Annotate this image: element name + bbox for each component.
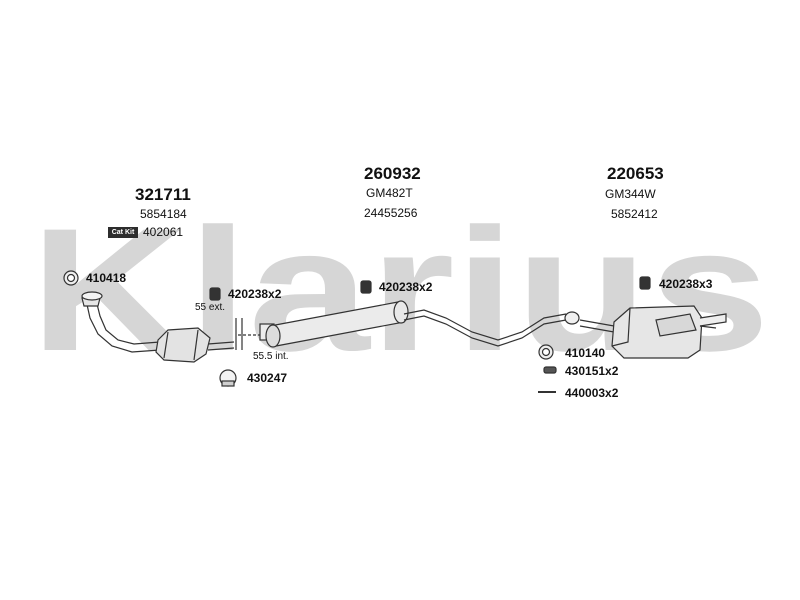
part-code-clamp: 430247 — [247, 371, 288, 385]
spring-icon — [543, 366, 557, 374]
rubber-mount-icon-3 — [639, 276, 651, 290]
dimension-external: 55 ext. — [195, 302, 226, 313]
dimension-internal: 55.5 int. — [253, 351, 289, 362]
rubber-mount-icon-2 — [360, 280, 372, 294]
part-code-mount-front: 420238x2 — [228, 287, 282, 301]
part-code-gasket-front: 410418 — [86, 271, 127, 285]
cat-kit-number: 402061 — [143, 225, 184, 239]
group2-part-number: 260932 — [364, 164, 421, 183]
group3-reference-2: 5852412 — [611, 207, 658, 221]
rear-joint-ring — [564, 311, 580, 325]
part-code-gasket-rear: 410140 — [565, 346, 606, 360]
part-code-spring: 430151x2 — [565, 364, 619, 378]
group2-reference-1: GM482T — [366, 186, 413, 200]
group1-part-number: 321711 — [135, 185, 191, 204]
cat-kit-badge: Cat Kit — [108, 227, 138, 238]
catalytic-converter — [155, 327, 211, 363]
clamp-icon — [219, 369, 237, 387]
centre-silencer — [265, 300, 409, 348]
part-code-mount-rear: 420238x3 — [659, 277, 713, 291]
part-code-mount-centre: 420238x2 — [379, 280, 433, 294]
front-downpipe — [85, 299, 161, 353]
group3-part-number: 220653 — [607, 164, 664, 183]
group1-reference: 5854184 — [140, 207, 187, 221]
part-code-bolt: 440003x2 — [565, 386, 619, 400]
rear-silencer — [611, 305, 727, 359]
intermediate-pipe — [403, 309, 567, 341]
group3-reference-1: GM344W — [605, 187, 656, 201]
group2-reference-2: 24455256 — [364, 206, 418, 220]
rubber-mount-icon — [209, 287, 221, 301]
